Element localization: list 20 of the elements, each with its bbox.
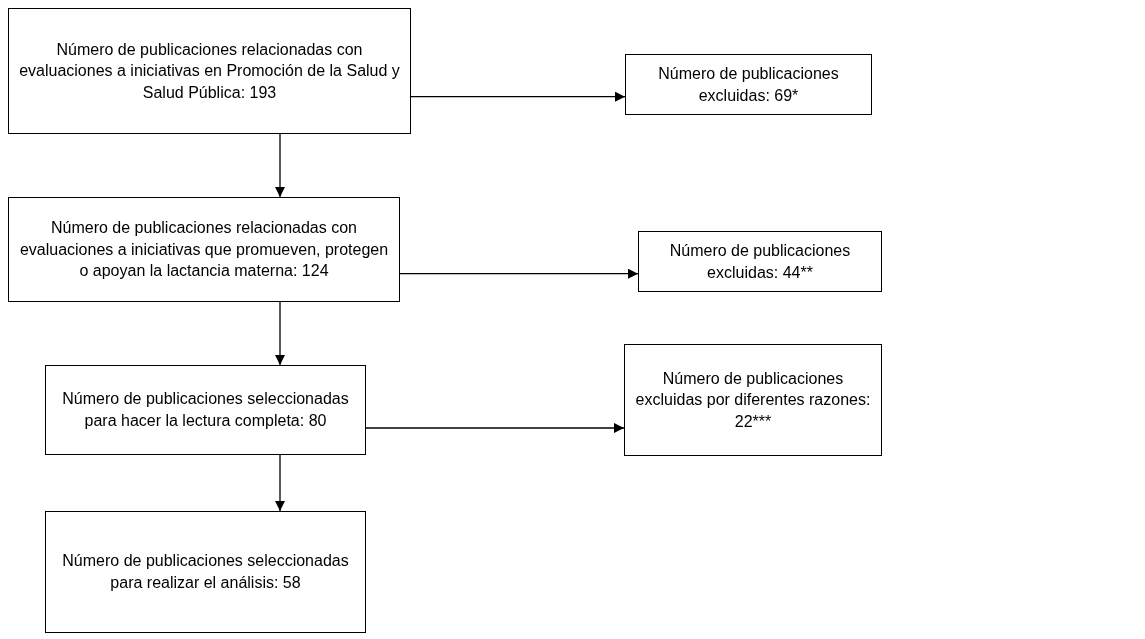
arrow xyxy=(275,301,285,366)
arrow xyxy=(410,91,626,102)
box-text: Número de publicaciones relacionadas con evaluaciones a iniciativas en Promoción de la Salud y Salud Pública: 193 xyxy=(19,39,400,103)
process-box xyxy=(8,197,400,302)
box-text: Número de publicaciones excluidas: 69* xyxy=(657,63,840,106)
process-box xyxy=(625,54,872,115)
arrow xyxy=(365,423,625,433)
box-text: Número de publicaciones excluidas: 44** xyxy=(668,240,852,283)
arrow xyxy=(275,133,285,198)
process-box xyxy=(8,8,411,134)
box-text: Número de publicaciones seleccionadas para hacer la lectura completa: 80 xyxy=(61,389,350,431)
arrow xyxy=(275,454,285,512)
box-text: Número de publicaciones relacionadas con evaluaciones a iniciativas que promueven, protegen o apoyan la lactancia materna: 124 xyxy=(19,218,389,282)
process-box xyxy=(45,511,366,633)
box-text: Número de publicaciones seleccionadas para realizar el análisis: 58 xyxy=(61,551,350,593)
arrow xyxy=(399,268,639,279)
process-box xyxy=(45,365,366,455)
box-text: Número de publicaciones excluidas por diferentes razones: 22*** xyxy=(635,368,871,432)
process-box xyxy=(624,344,882,456)
process-box xyxy=(638,231,882,292)
